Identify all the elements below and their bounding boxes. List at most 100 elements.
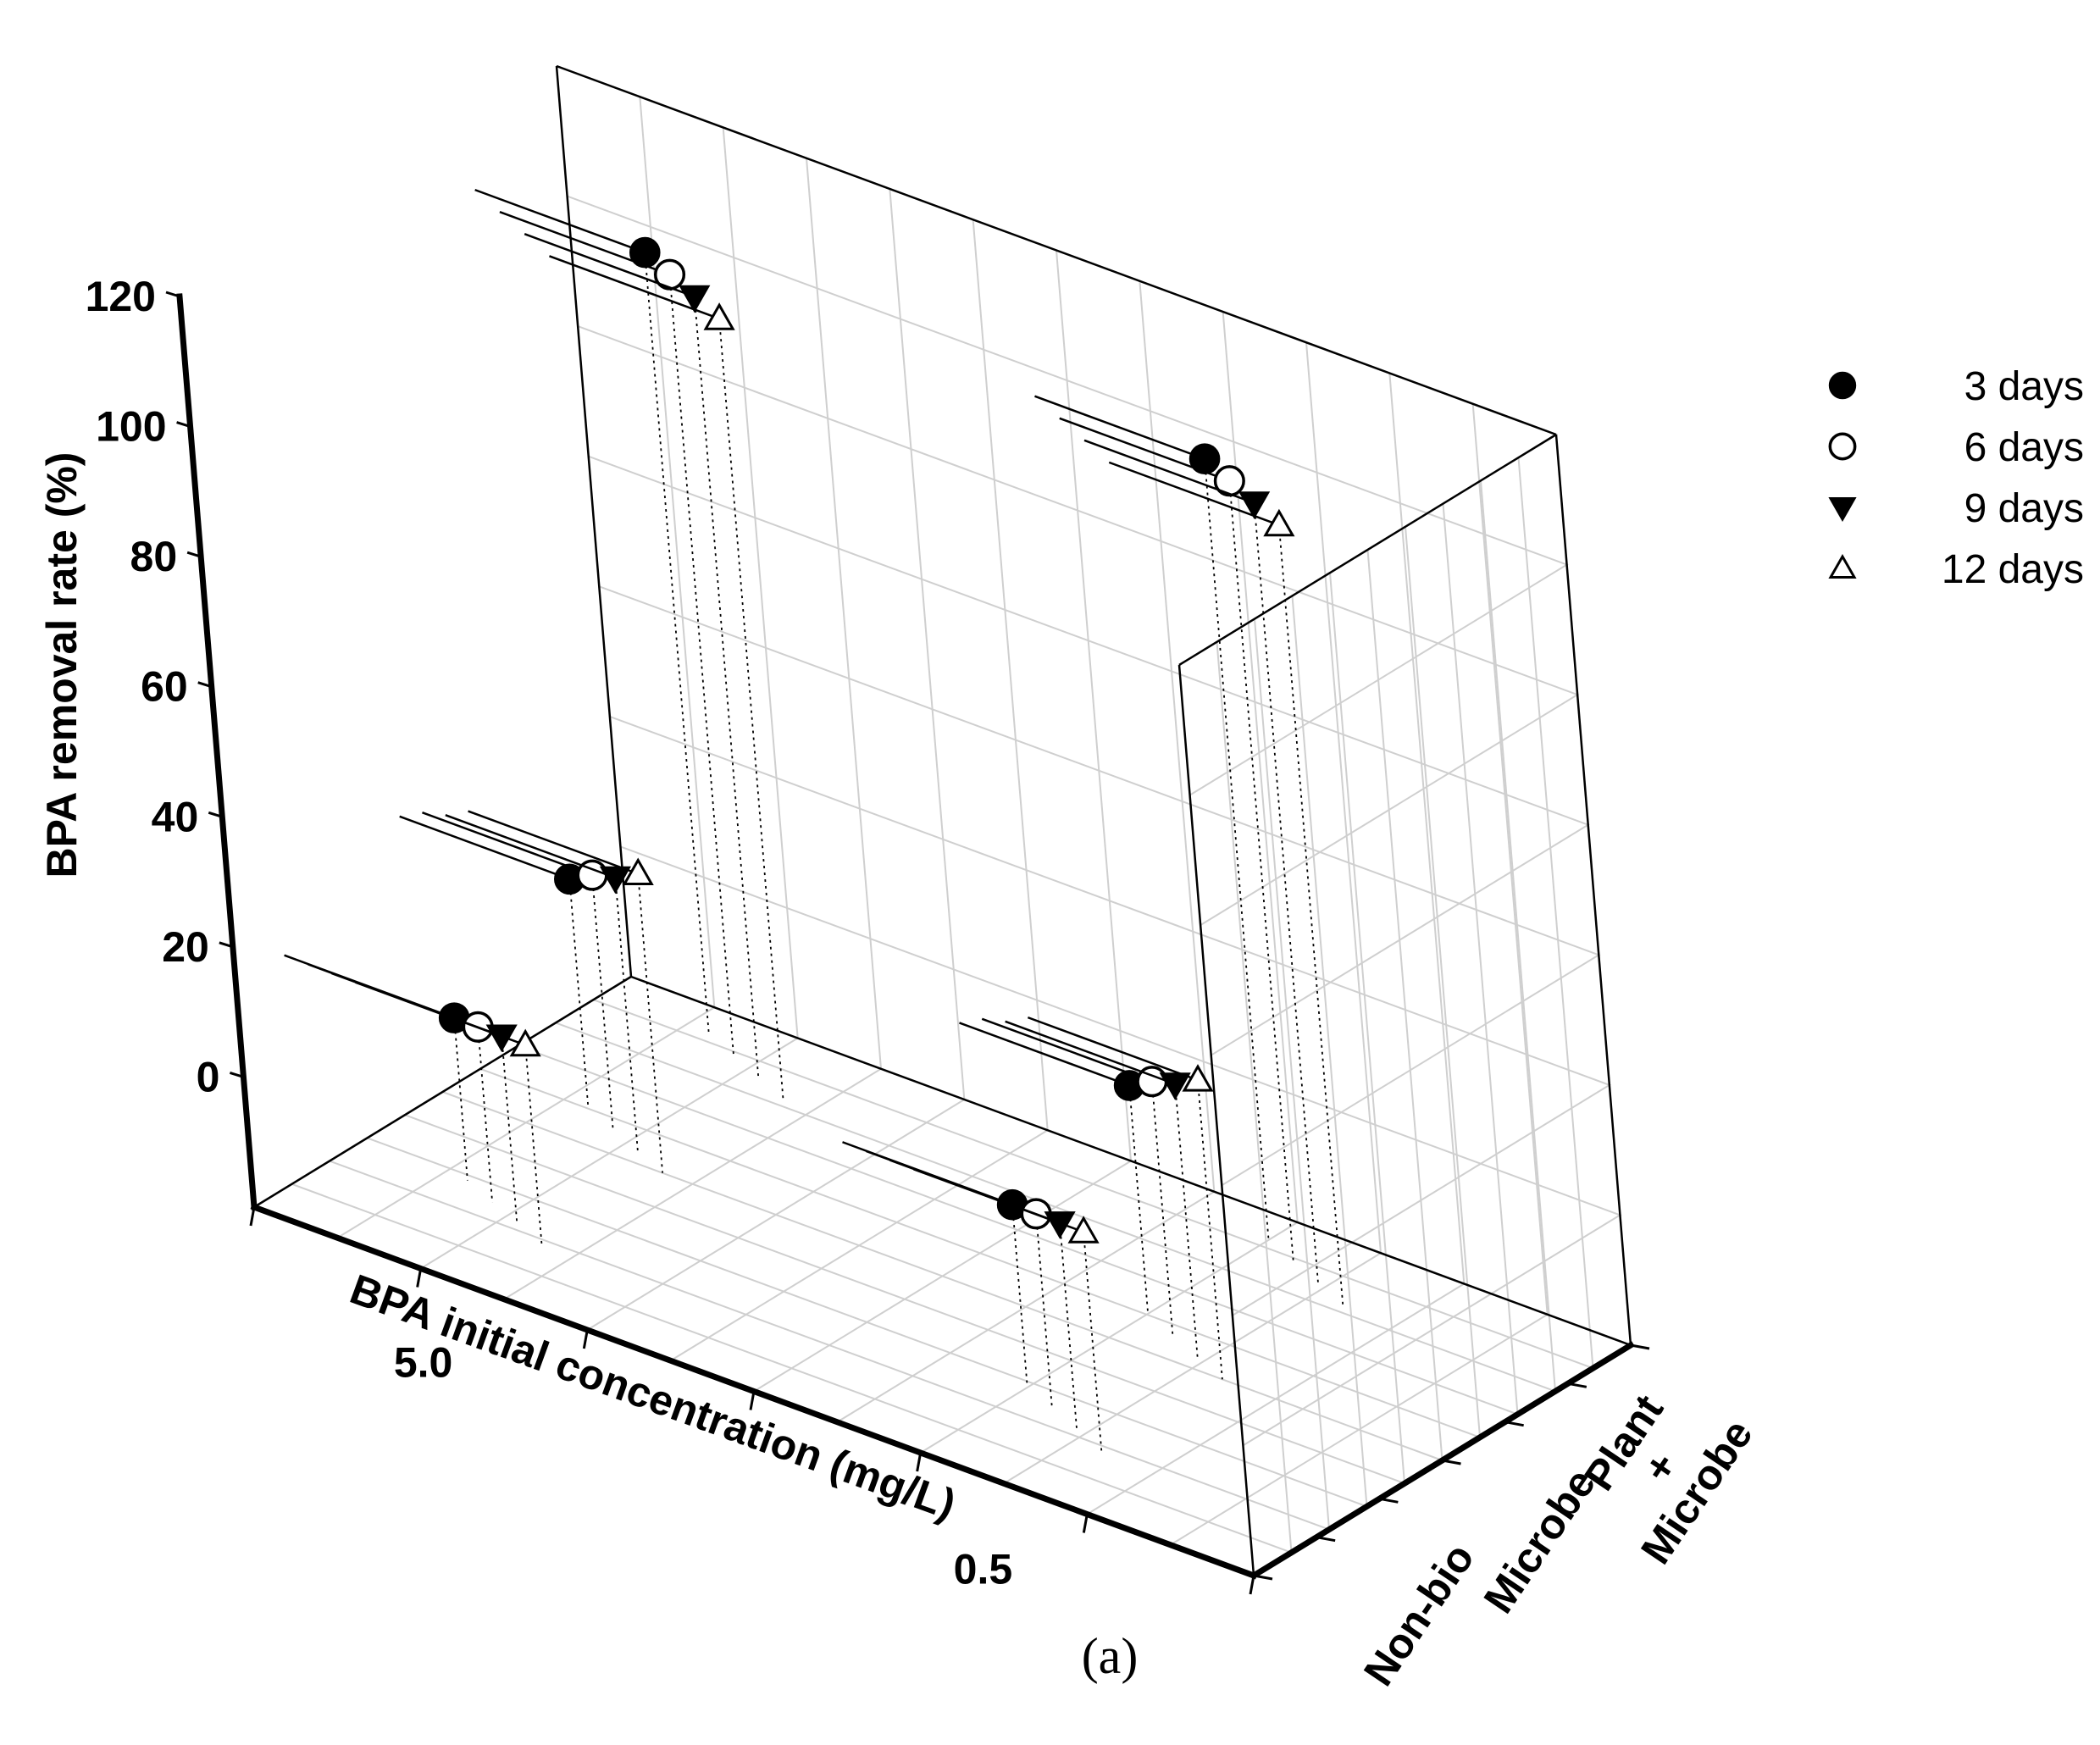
- y-tick: [1442, 1459, 1461, 1465]
- y-tick-label: Non-bio: [1355, 1535, 1483, 1694]
- guide-line: [524, 233, 695, 298]
- y-tick: [1630, 1343, 1650, 1350]
- drop-line: [1253, 502, 1319, 1284]
- guide-line: [981, 1017, 1153, 1083]
- z-tick-label: 20: [162, 923, 209, 971]
- grid-line: [518, 1044, 1518, 1415]
- x-tick: [1249, 1575, 1255, 1595]
- drop-line: [668, 274, 734, 1055]
- box-edge: [1177, 664, 1255, 1576]
- guide-line: [1108, 461, 1280, 527]
- grid-line: [329, 1160, 1330, 1531]
- marker-12-days: [1828, 553, 1857, 579]
- grid-line: [1480, 480, 1556, 1392]
- z-tick: [219, 941, 234, 949]
- z-tick: [229, 1071, 244, 1078]
- grid-line: [1405, 526, 1481, 1438]
- drop-line: [1128, 1085, 1150, 1314]
- marker-9-days: [599, 866, 631, 895]
- drop-line: [1083, 1232, 1103, 1454]
- z-tick: [165, 291, 180, 298]
- grid-line: [1329, 573, 1405, 1484]
- box-edge: [253, 975, 632, 1209]
- z-tick: [176, 421, 191, 429]
- drop-line: [614, 878, 639, 1151]
- drop-line: [693, 296, 760, 1077]
- drop-line: [1204, 458, 1270, 1240]
- x-tick: [749, 1391, 756, 1410]
- marker-12-days: [703, 302, 735, 330]
- grid-line: [1056, 250, 1132, 1161]
- y-tick-label: Plant+Microbe: [1559, 1362, 1762, 1572]
- marker-6-days: [1213, 465, 1245, 497]
- box-edge: [555, 65, 633, 978]
- legend-label: 3 days: [1964, 364, 2084, 409]
- z-tick: [208, 811, 223, 818]
- guide-line: [959, 1022, 1130, 1087]
- drop-line: [644, 252, 710, 1033]
- drop-line: [1197, 1080, 1223, 1380]
- drop-line: [1228, 480, 1294, 1262]
- grid-line: [1254, 618, 1330, 1530]
- y-tick-label: Microbe: [1475, 1460, 1605, 1621]
- y-tick: [1567, 1382, 1587, 1388]
- guide-line: [445, 814, 616, 879]
- grid-line: [1291, 596, 1368, 1507]
- grid-line: [1388, 373, 1466, 1284]
- legend-label: 6 days: [1964, 425, 2084, 470]
- x-tick: [916, 1452, 923, 1472]
- marker-3-days: [1828, 371, 1857, 400]
- guide-line: [913, 1168, 1084, 1233]
- marker-3-days: [1189, 443, 1221, 474]
- guide-line: [355, 981, 526, 1046]
- guide-line: [422, 812, 593, 877]
- marker-9-days: [1044, 1211, 1076, 1239]
- grid-line: [1517, 457, 1594, 1369]
- y-tick: [1316, 1536, 1336, 1543]
- z-tick-label: 40: [152, 793, 199, 840]
- drop-line: [1174, 1083, 1199, 1358]
- z-tick-label: 60: [141, 663, 188, 711]
- box-edge: [556, 64, 1557, 436]
- marker-9-days: [485, 1024, 518, 1053]
- grid-line: [1366, 549, 1443, 1461]
- box-edge: [630, 975, 1632, 1347]
- z-tick: [186, 551, 202, 558]
- marker-12-days: [509, 1028, 541, 1057]
- grid-line: [367, 1137, 1367, 1508]
- guide-line: [468, 810, 639, 875]
- grid-line: [479, 1067, 1481, 1438]
- axis-line: [176, 293, 258, 1210]
- guide-line: [499, 211, 670, 276]
- grid-line: [1442, 503, 1519, 1415]
- marker-12-days: [1067, 1216, 1100, 1244]
- y-tick: [1504, 1421, 1524, 1427]
- grid-line: [806, 158, 882, 1069]
- drop-line: [591, 875, 614, 1129]
- data-layer: [284, 188, 1344, 1454]
- x-tick: [582, 1329, 589, 1349]
- drop-line: [1059, 1222, 1078, 1432]
- drop-line: [718, 319, 784, 1100]
- z-tick-label: 80: [130, 533, 178, 580]
- z-axis-title: BPA removal rate (%): [38, 452, 86, 878]
- guide-line: [1034, 395, 1205, 460]
- guide-line: [399, 815, 570, 880]
- grid-line: [291, 1183, 1292, 1554]
- marker-12-days: [622, 857, 654, 885]
- drop-line: [637, 873, 663, 1173]
- guide-line: [1083, 439, 1255, 504]
- marker-12-days: [1182, 1064, 1214, 1092]
- x-tick-label: 5.0: [394, 1339, 453, 1387]
- grid-line: [722, 127, 799, 1039]
- marker-12-days: [1263, 508, 1295, 537]
- drop-line: [1035, 1213, 1053, 1410]
- x-tick: [416, 1268, 423, 1288]
- y-tick: [1379, 1497, 1399, 1504]
- grid-line: [1305, 342, 1382, 1254]
- z-tick-label: 120: [86, 273, 156, 320]
- grid-line: [630, 976, 1633, 1576]
- marker-3-days: [629, 236, 661, 269]
- y-tick: [1253, 1574, 1273, 1581]
- grid-line: [1222, 311, 1299, 1223]
